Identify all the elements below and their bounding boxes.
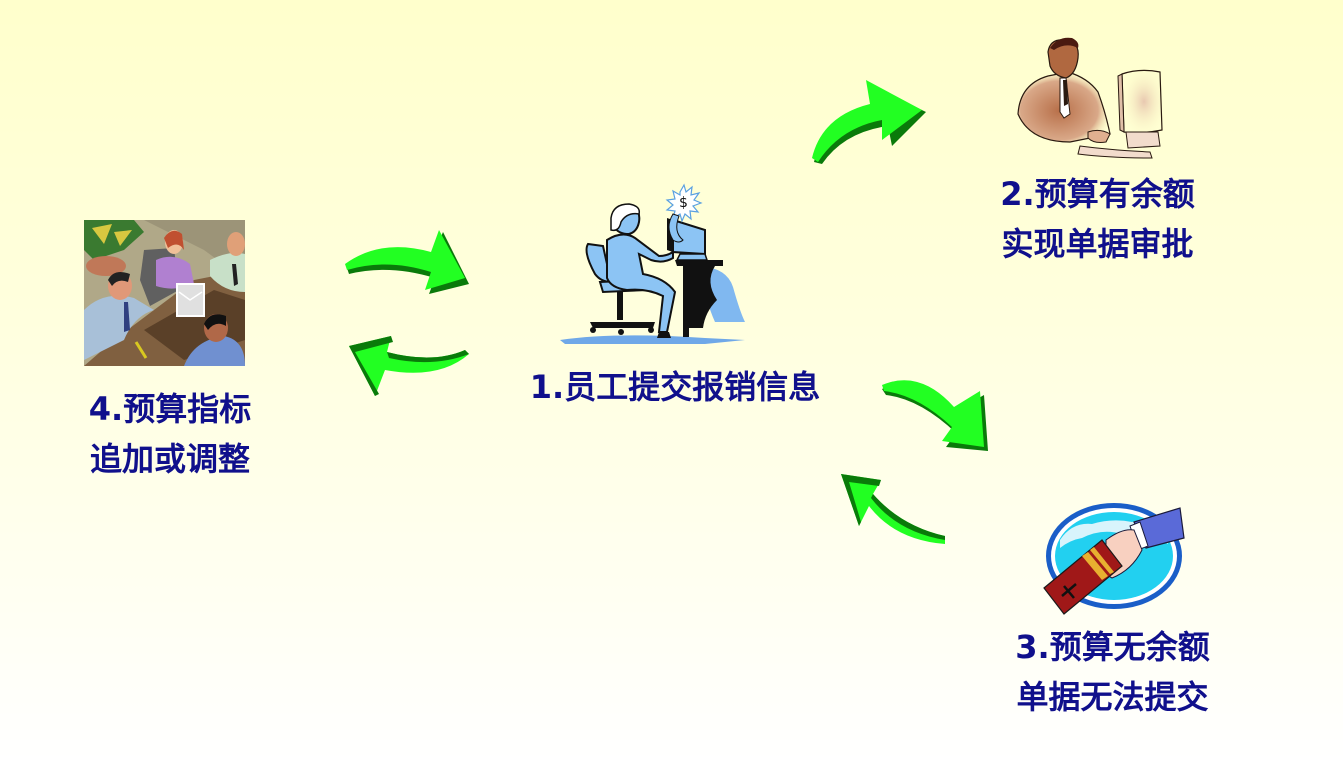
arrow-1-to-3 [880, 377, 992, 452]
svg-text:$: $ [679, 195, 688, 211]
node-1-label: 1.员工提交报销信息 [520, 362, 830, 412]
node-4-label: 4.预算指标 追加或调整 [70, 384, 270, 484]
node-1-label-line-1: 1.员工提交报销信息 [529, 368, 821, 406]
arrow-1-to-2 [810, 76, 930, 164]
green-curved-arrow-icon [343, 330, 473, 398]
green-curved-arrow-icon [343, 228, 473, 294]
node-3-label-line-2: 单据无法提交 [1016, 678, 1209, 716]
arrow-3-to-1 [835, 470, 947, 548]
node-3-illustration [1042, 500, 1187, 615]
green-curved-arrow-icon [880, 377, 992, 452]
node-2-label-line-2: 实现单据审批 [1001, 225, 1194, 263]
node-4-illustration [84, 220, 245, 366]
hand-holding-ticket-icon [1042, 500, 1187, 615]
node-2-label: 2.预算有余额 实现单据审批 [985, 169, 1210, 269]
woman-at-computer-dollar-icon: $ [555, 182, 750, 347]
man-at-computer-icon [1010, 34, 1175, 162]
node-2-illustration [1010, 34, 1175, 162]
arrow-4-to-1 [343, 228, 473, 294]
business-meeting-icon [84, 220, 245, 366]
green-curved-arrow-icon [835, 470, 947, 548]
node-3-label-line-1: 3.预算无余额 [1015, 628, 1210, 666]
node-1-illustration: $ [555, 182, 750, 347]
green-curved-arrow-icon [810, 76, 930, 164]
node-2-label-line-1: 2.预算有余额 [1000, 175, 1195, 213]
node-3-label: 3.预算无余额 单据无法提交 [1000, 622, 1225, 722]
node-4-label-line-1: 4.预算指标 [88, 390, 252, 428]
node-4-label-line-2: 追加或调整 [89, 440, 250, 478]
arrow-1-to-4 [343, 330, 473, 398]
